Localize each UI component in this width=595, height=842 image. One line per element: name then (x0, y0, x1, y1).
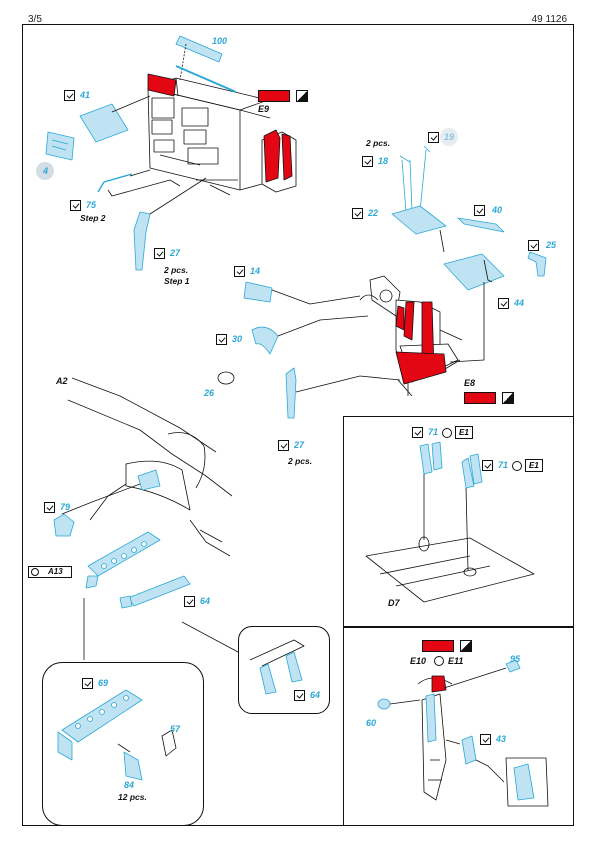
label-part-79: 79 (60, 502, 71, 512)
label-part-64: 64 (200, 596, 211, 606)
ref-box-a13 (28, 566, 72, 578)
label-part-22: 22 (368, 208, 379, 218)
label-part-27-bottom: 27 (294, 440, 305, 450)
label-a2: A2 (56, 376, 68, 386)
label-part-30: 30 (232, 334, 243, 344)
note-step-1: Step 1 (164, 276, 190, 286)
label-part-100: 100 (212, 36, 228, 46)
part-100-strip (175, 35, 237, 93)
label-part-44: 44 (514, 298, 525, 308)
color-swatch-bw-e10 (460, 640, 472, 652)
label-part-95: 95 (510, 654, 521, 664)
label-e9: E9 (258, 104, 270, 114)
check-22 (352, 208, 363, 219)
label-part-4: 4 (43, 166, 49, 176)
label-part-64-callout: 64 (310, 690, 321, 700)
color-swatch-bw-e9 (296, 90, 308, 102)
bubble-19 (440, 128, 458, 146)
label-part-69: 69 (98, 678, 109, 688)
check-43 (480, 734, 491, 745)
panel-e10-e11 (343, 626, 574, 826)
color-swatch-red-e9 (258, 90, 290, 102)
page-number: 3/5 (28, 14, 42, 25)
fuselage-a2 (67, 377, 233, 557)
label-part-84: 84 (124, 780, 135, 790)
check-19 (428, 132, 439, 143)
check-40 (474, 205, 485, 216)
label-part-71-b: 71 (498, 460, 509, 470)
eye-icon-e1-a (442, 428, 452, 438)
check-44 (498, 298, 509, 309)
label-part-75: 75 (86, 200, 97, 210)
label-part-71-a: 71 (428, 427, 439, 437)
panel-d7 (343, 416, 574, 628)
label-part-40: 40 (492, 205, 503, 215)
bubble-4 (36, 162, 54, 180)
label-part-41: 41 (80, 90, 91, 100)
check-79 (44, 502, 55, 513)
ref-box-e1-a: E1 (455, 426, 473, 439)
label-part-14: 14 (250, 266, 261, 276)
label-e10: E10 (410, 656, 427, 666)
label-part-25: 25 (546, 240, 557, 250)
label-a13: A13 (48, 567, 63, 576)
label-part-43: 43 (496, 734, 507, 744)
ref-box-e1-b: E1 (525, 459, 543, 472)
note-2-pcs-18: 2 pcs. (366, 138, 391, 148)
check-41 (64, 90, 75, 101)
check-64 (184, 596, 195, 607)
detail-callout-69 (42, 662, 204, 826)
note-12-pcs: 12 pcs. (118, 792, 147, 802)
color-swatch-red-e10 (422, 640, 454, 652)
note-2-pcs-bottom: 2 pcs. (288, 456, 313, 466)
label-part-27-top: 27 (170, 248, 181, 258)
label-e8: E8 (464, 378, 476, 388)
control-stick (417, 677, 453, 801)
color-swatch-bw-e8 (502, 392, 514, 404)
label-part-18: 18 (378, 156, 389, 166)
d7-floor (365, 536, 535, 603)
note-2-pcs-top: 2 pcs. (164, 265, 189, 275)
note-step-2: Step 2 (80, 213, 106, 223)
check-30 (216, 334, 227, 345)
label-part-57: 57 (170, 724, 181, 734)
check-27-top (154, 248, 165, 259)
label-d7: D7 (388, 598, 400, 608)
eye-icon-e1-b (512, 461, 522, 471)
kit-number: 49 1126 (531, 14, 567, 25)
check-71-a (412, 427, 423, 438)
label-part-60: 60 (366, 718, 377, 728)
check-18 (362, 156, 373, 167)
check-14 (234, 266, 245, 277)
label-e11: E11 (448, 656, 464, 666)
check-64-callout (294, 690, 305, 701)
eye-icon-e10 (434, 656, 444, 666)
check-25 (528, 240, 539, 251)
detail-callout-64 (238, 626, 330, 714)
check-75 (70, 200, 81, 211)
color-swatch-red-e8 (464, 392, 496, 404)
label-part-26: 26 (204, 388, 215, 398)
check-27-bottom (278, 440, 289, 451)
check-69 (82, 678, 93, 689)
eye-icon-a13 (31, 568, 39, 576)
check-71-b (482, 460, 493, 471)
